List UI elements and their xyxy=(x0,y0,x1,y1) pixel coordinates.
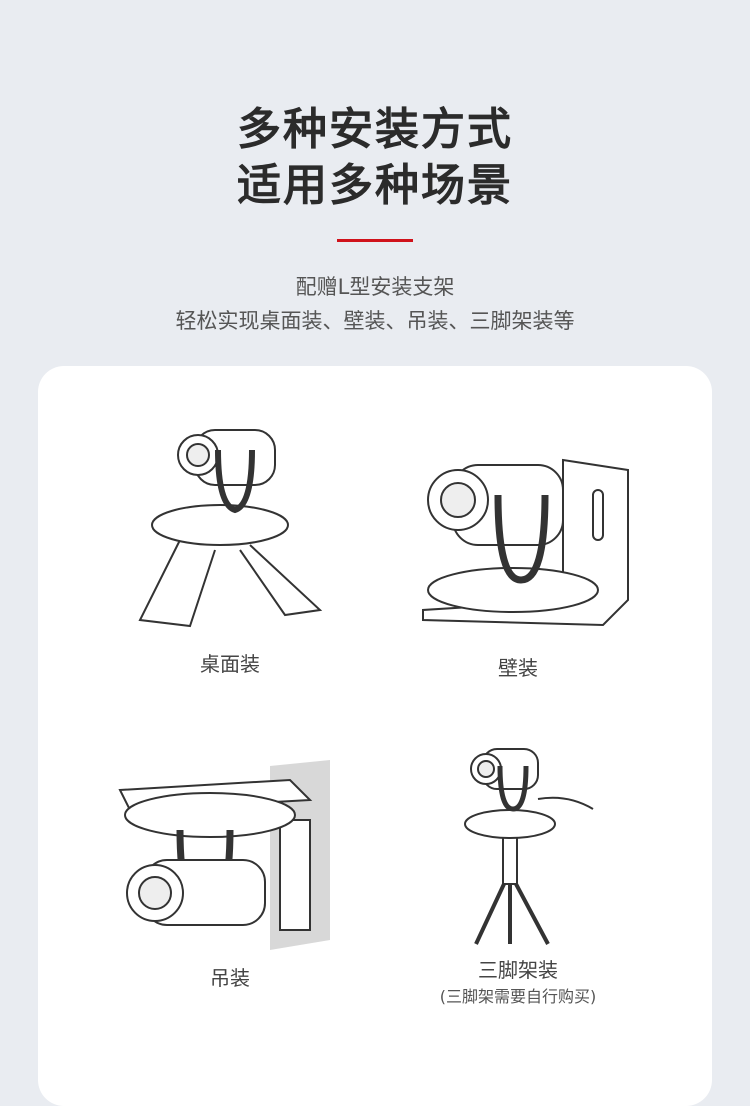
mount-note: (三脚架需要自行购买) xyxy=(439,987,597,1006)
mount-desk: 桌面装 xyxy=(80,410,380,677)
tripod-mount-illustration xyxy=(464,748,594,945)
subtitle-line-1: 配赠L型安装支架 xyxy=(295,275,455,299)
mount-label: 桌面装 xyxy=(200,652,260,676)
desk-mount-illustration xyxy=(138,429,323,628)
mount-label: 壁装 xyxy=(498,656,538,680)
mount-tripod: 三脚架装 (三脚架需要自行购买) xyxy=(368,744,668,1007)
mount-ceiling: 吊装 xyxy=(80,760,380,991)
mounts-card: 桌面装 壁装 吊装 xyxy=(38,366,712,1106)
mount-label: 吊装 xyxy=(210,966,250,990)
accent-divider xyxy=(337,239,413,242)
ceiling-mount-illustration xyxy=(118,760,330,950)
mount-label: 三脚架装 xyxy=(478,958,558,982)
title-line-1: 多种安装方式 xyxy=(237,104,513,155)
wall-mount-illustration xyxy=(422,458,629,627)
mount-wall: 壁装 xyxy=(368,450,668,681)
subtitle-line-2: 轻松实现桌面装、壁装、吊装、三脚架装等 xyxy=(175,309,575,333)
title-line-2: 适用多种场景 xyxy=(237,160,513,211)
